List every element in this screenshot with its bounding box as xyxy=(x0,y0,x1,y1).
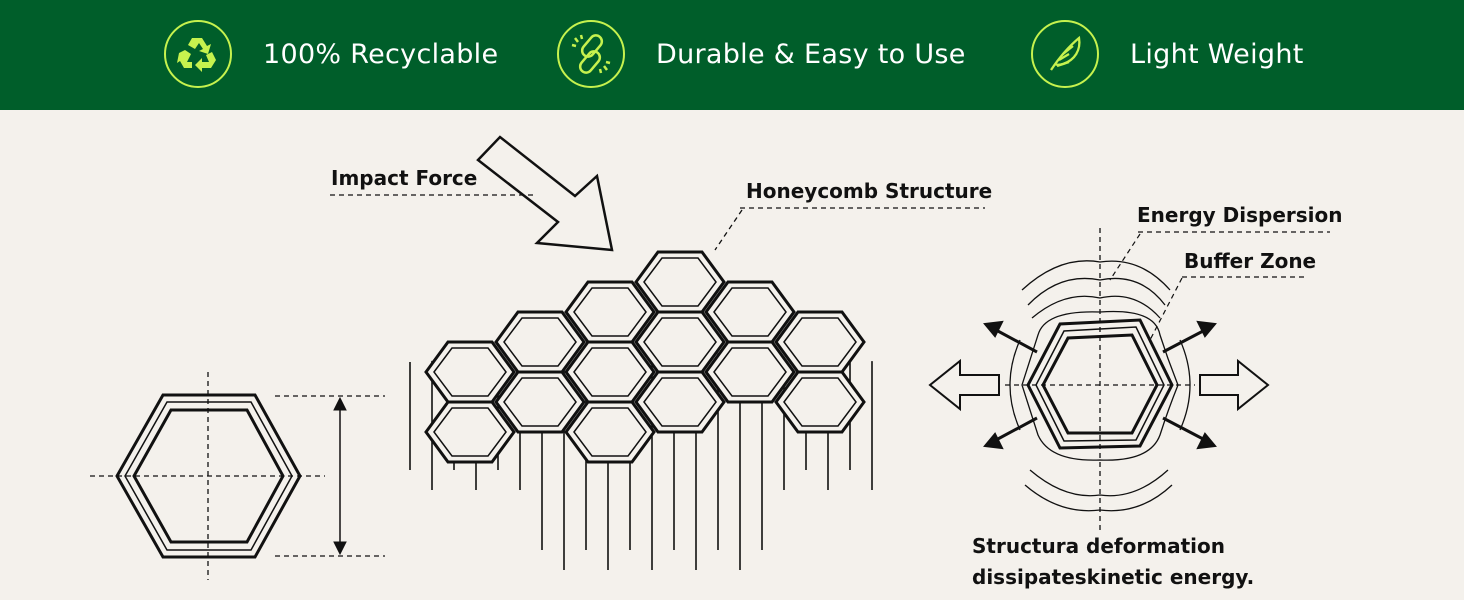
recycle-icon xyxy=(164,20,232,88)
honeycomb-cell xyxy=(783,317,857,367)
honeycomb-cell xyxy=(503,377,577,427)
honeycomb-structure-label: Honeycomb Structure xyxy=(746,179,992,203)
honeycomb-cell xyxy=(713,287,787,337)
feature-label: Light Weight xyxy=(1130,38,1304,70)
feature-banner: 100% Recyclable Durable & Easy to Use Li… xyxy=(0,0,1464,110)
caption-line-2: dissipateskinetic energy. xyxy=(972,565,1254,589)
hexagon-cross-section xyxy=(90,372,385,580)
feature-label: 100% Recyclable xyxy=(263,38,499,70)
caption-line-1: Structura deformation xyxy=(972,534,1225,558)
honeycomb-cell xyxy=(433,407,507,457)
honeycomb-cell xyxy=(783,377,857,427)
energy-dispersion-diagram: Energy Dispersion Buffer Zone Structura … xyxy=(928,203,1343,589)
feather-icon xyxy=(1031,20,1099,88)
honeycomb-cell xyxy=(503,317,577,367)
impact-force-label: Impact Force xyxy=(331,166,477,190)
energy-dispersion-label: Energy Dispersion xyxy=(1137,203,1343,227)
impact-force-arrow: Impact Force xyxy=(330,135,614,252)
feature-durable: Durable & Easy to Use xyxy=(557,19,966,89)
honeycomb-callout: Honeycomb Structure xyxy=(714,179,992,251)
honeycomb-cell xyxy=(573,407,647,457)
buffer-zone-label: Buffer Zone xyxy=(1184,249,1316,273)
honeycomb-cell xyxy=(643,317,717,367)
honeycomb-diagram: Impact Force Honeycomb Structure Energy … xyxy=(90,135,1343,589)
honeycomb-cell xyxy=(433,347,507,397)
honeycomb-cell xyxy=(713,347,787,397)
honeycomb-cell xyxy=(573,287,647,337)
honeycomb-cell xyxy=(643,257,717,307)
feature-label: Durable & Easy to Use xyxy=(656,38,966,70)
honeycomb-cell xyxy=(643,377,717,427)
honeycomb-structure xyxy=(409,250,873,570)
feature-light-weight: Light Weight xyxy=(1031,19,1304,89)
feature-recyclable: 100% Recyclable xyxy=(164,19,498,89)
chain-link-icon xyxy=(557,20,625,88)
honeycomb-cell xyxy=(573,347,647,397)
